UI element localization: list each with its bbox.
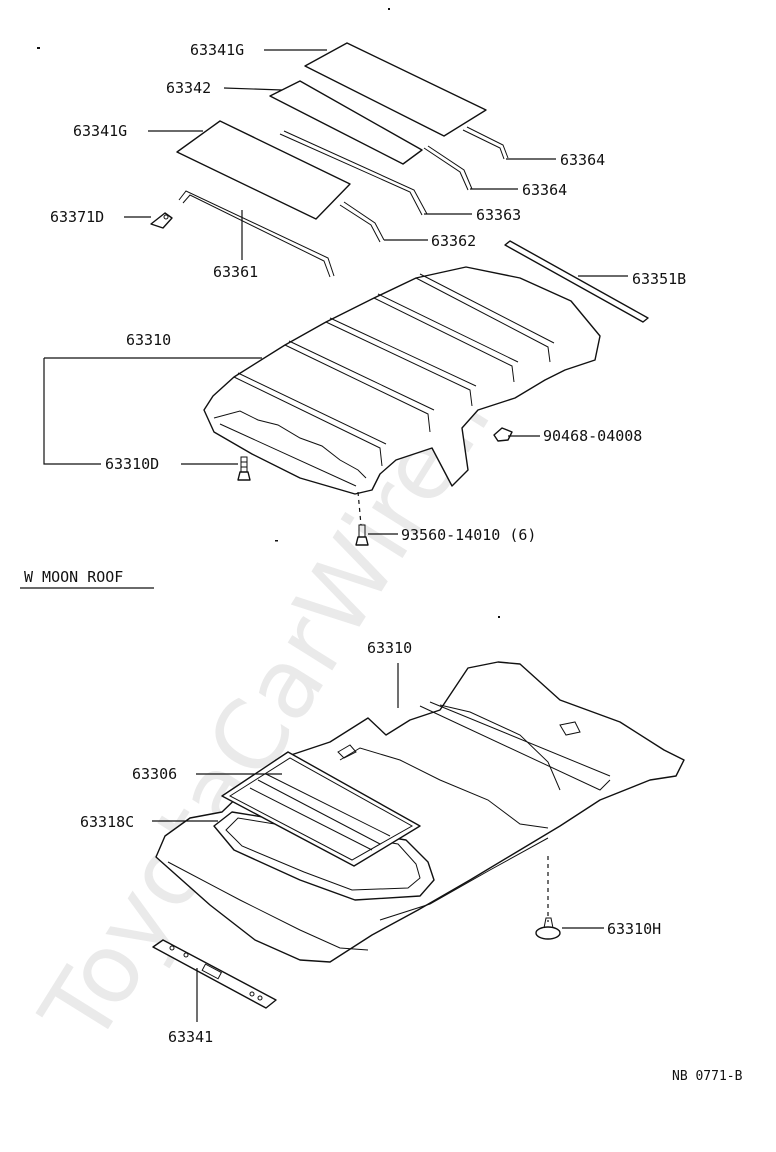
label-63364-a: 63364 xyxy=(560,151,605,169)
label-63341g-top: 63341G xyxy=(190,41,244,59)
part-63363-wire xyxy=(279,130,428,216)
part-63310d-clip xyxy=(237,456,251,481)
drawing-code: NB 0771-B xyxy=(672,1069,743,1084)
part-63310-headliner-upper xyxy=(203,266,601,495)
part-63306-sunshade xyxy=(221,751,421,867)
leader-lines xyxy=(20,49,628,1022)
label-63341g-left: 63341G xyxy=(73,122,127,140)
label-63310-top: 63310 xyxy=(126,331,171,349)
label-63342: 63342 xyxy=(166,79,211,97)
part-63310-headliner-lower xyxy=(155,661,685,963)
part-63341-pad xyxy=(152,939,277,1009)
part-63341g-top-pad xyxy=(304,42,487,137)
part-63362-wire xyxy=(339,201,385,243)
label-63351b: 63351B xyxy=(632,270,686,288)
label-63310-bottom: 63310 xyxy=(367,639,412,657)
label-63306: 63306 xyxy=(132,765,177,783)
label-63341: 63341 xyxy=(168,1028,213,1046)
part-63351b-strip xyxy=(504,240,649,323)
label-63362: 63362 xyxy=(431,232,476,250)
section-title: W MOON ROOF xyxy=(24,568,123,586)
label-93560-14010: 93560-14010 (6) xyxy=(401,526,536,544)
part-63364-wire-inner xyxy=(423,145,473,191)
label-63310d: 63310D xyxy=(105,455,159,473)
part-93560-screw xyxy=(355,491,369,546)
scan-specks xyxy=(37,8,500,618)
label-63318c: 63318C xyxy=(80,813,134,831)
part-63371d-clip xyxy=(150,212,173,229)
label-90468-04008: 90468-04008 xyxy=(543,427,642,445)
label-63310h: 63310H xyxy=(607,920,661,938)
part-63361-wire xyxy=(178,190,335,278)
part-63364-wire-outer xyxy=(462,126,509,160)
part-63310h-clip xyxy=(535,856,561,940)
part-63341g-left-pad xyxy=(176,120,351,220)
label-63371d: 63371D xyxy=(50,208,104,226)
label-63364-b: 63364 xyxy=(522,181,567,199)
label-63361: 63361 xyxy=(213,263,258,281)
label-63363: 63363 xyxy=(476,206,521,224)
part-63342-pad xyxy=(269,80,423,165)
